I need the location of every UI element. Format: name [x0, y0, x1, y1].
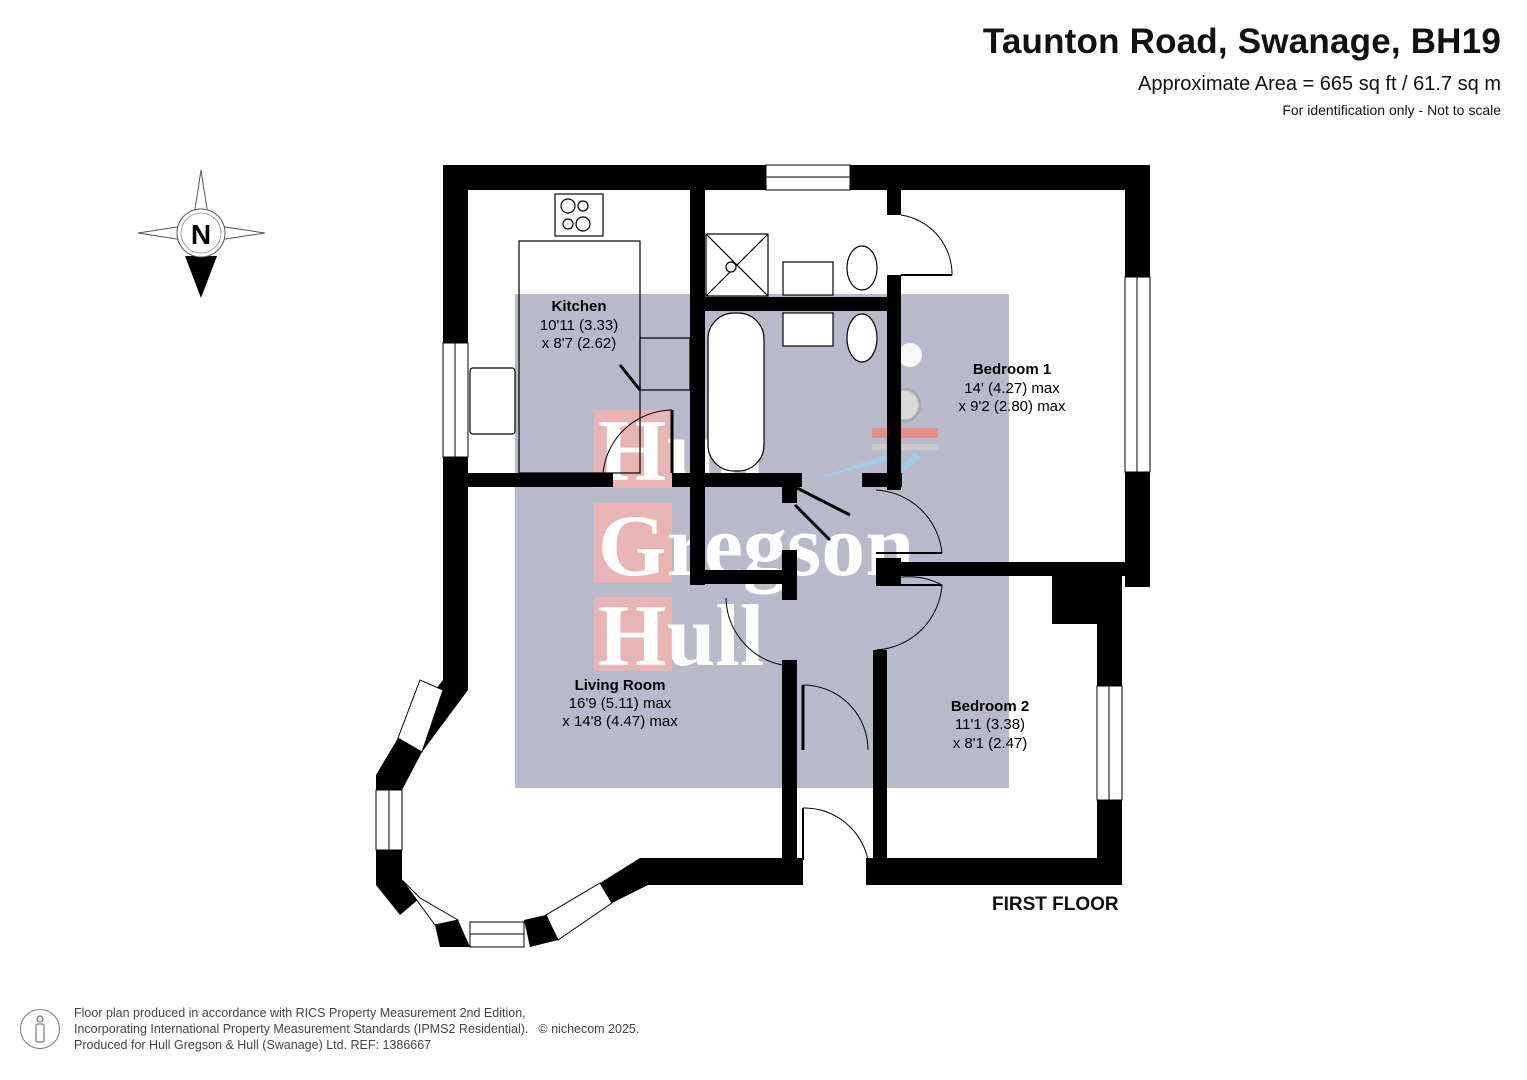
toilet-icon-2: [846, 313, 878, 363]
room-dim: 14' (4.27) max: [964, 380, 1060, 397]
room-name: Bedroom 2: [951, 698, 1029, 715]
basin-icon: [782, 261, 834, 296]
footer-line-1: Floor plan produced in accordance with R…: [74, 1006, 526, 1020]
bath-icon: [707, 312, 765, 472]
room-kitchen: Kitchen 10'11 (3.33) x 8'7 (2.62): [540, 298, 618, 352]
footer-line-3: Produced for Hull Gregson & Hull (Swanag…: [74, 1038, 432, 1052]
scale-note: For identification only - Not to scale: [1282, 102, 1501, 118]
north-compass-icon: N: [137, 169, 266, 298]
windows: [375, 164, 1151, 948]
doors: [602, 214, 953, 861]
room-dim: x 8'7 (2.62): [542, 335, 617, 352]
room-living-room: Living Room 16'9 (5.11) max x 14'8 (4.47…: [562, 677, 678, 730]
room-labels: Kitchen 10'11 (3.33) x 8'7 (2.62) Bedroo…: [540, 298, 1066, 752]
room-dim: 11'1 (3.38): [955, 716, 1025, 733]
room-dim: 16'9 (5.11) max: [569, 695, 672, 712]
room-name: Kitchen: [551, 298, 606, 315]
footer-line-2: Incorporating International Property Mea…: [74, 1022, 529, 1036]
compass-label: N: [191, 219, 211, 250]
person-scale-icon: [20, 1009, 60, 1049]
room-dim: x 9'2 (2.80) max: [958, 398, 1066, 415]
header: Taunton Road, Swanage, BH19 Approximate …: [983, 22, 1501, 118]
sink-icon: [469, 367, 516, 435]
room-bedroom-2: Bedroom 2 11'1 (3.38) x 8'1 (2.47): [951, 698, 1029, 752]
room-bedroom-1: Bedroom 1 14' (4.27) max x 9'2 (2.80) ma…: [958, 361, 1066, 415]
room-dim: x 8'1 (2.47): [953, 735, 1028, 752]
basin-icon-2: [782, 312, 834, 347]
toilet-icon: [846, 245, 878, 291]
property-title: Taunton Road, Swanage, BH19: [982, 22, 1501, 61]
footer: Floor plan produced in accordance with R…: [20, 1005, 639, 1053]
copyright: © nichecom 2025.: [538, 1022, 640, 1036]
room-dim: x 14'8 (4.47) max: [562, 713, 678, 730]
watermark-line-3: Hull: [598, 588, 764, 685]
approximate-area: Approximate Area = 665 sq ft / 61.7 sq m: [1138, 73, 1501, 95]
footer-text: Floor plan produced in accordance with R…: [74, 1005, 639, 1053]
room-name: Bedroom 1: [973, 361, 1051, 378]
room-dim: 10'11 (3.33): [540, 317, 618, 334]
room-name: Living Room: [575, 677, 666, 694]
floor-label: FIRST FLOOR: [992, 894, 1119, 915]
fixtures: [469, 193, 878, 474]
